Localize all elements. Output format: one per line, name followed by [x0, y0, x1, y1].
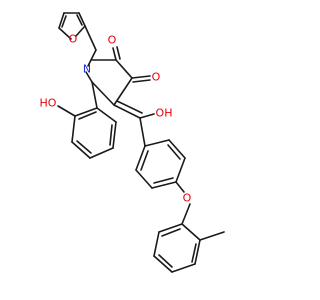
- bond: [144, 139, 170, 147]
- methylphenyl-ring: [153, 223, 201, 273]
- bond: [57, 105, 76, 117]
- structure-diagram: O N O O OH HO O: [40, 12, 225, 273]
- bond: [75, 25, 86, 37]
- bond: [181, 203, 191, 225]
- carbonyl-oxygen-label: O: [108, 34, 117, 47]
- benzyloxyphenyl-ring: [135, 139, 186, 189]
- bond: [199, 231, 225, 241]
- bond: [153, 255, 173, 273]
- bond: [139, 117, 146, 147]
- bond: [158, 254, 173, 268]
- bond: [71, 115, 76, 143]
- bond: [153, 177, 174, 184]
- bond: [76, 14, 83, 26]
- bond: [78, 111, 97, 120]
- bond: [140, 150, 149, 171]
- bond: [175, 181, 185, 193]
- bond: [78, 12, 86, 27]
- ether-oxygen-label: O: [183, 192, 192, 205]
- bond: [171, 263, 196, 273]
- bond: [161, 228, 181, 237]
- bond: [131, 75, 151, 79]
- bond: [89, 147, 114, 159]
- bond: [113, 104, 141, 119]
- bond: [194, 239, 201, 265]
- bond: [109, 124, 113, 146]
- bond: [58, 12, 65, 29]
- bond: [167, 144, 181, 160]
- bond: [135, 145, 146, 171]
- bond: [191, 243, 197, 263]
- bond: [58, 27, 72, 40]
- bond: [181, 223, 201, 241]
- bond: [91, 81, 115, 106]
- bond: [74, 107, 98, 117]
- bond: [168, 139, 186, 159]
- bond: [87, 49, 97, 67]
- bond: [153, 231, 160, 257]
- carbonyl-oxygen-label: O: [152, 71, 161, 84]
- furan-ring: [58, 12, 86, 40]
- ring-nitrogen-label: N: [83, 63, 91, 76]
- hydroxyphenyl-ring: [71, 107, 117, 159]
- bond: [116, 46, 121, 60]
- bond: [115, 59, 133, 79]
- bond: [135, 169, 153, 189]
- bond: [132, 79, 151, 83]
- atom-labels: O N O O OH HO O: [40, 33, 192, 205]
- molecule-canvas: O N O O OH HO O: [40, 12, 225, 273]
- bond: [112, 121, 117, 149]
- bond: [158, 223, 183, 233]
- furan-oxygen-label: O: [69, 33, 78, 46]
- bond: [84, 25, 97, 51]
- enol-hydroxyl-label: OH: [156, 107, 173, 120]
- phenol-hydroxyl-label: HO: [40, 97, 57, 110]
- bond: [76, 140, 92, 154]
- bond: [151, 181, 177, 189]
- bond: [71, 141, 91, 159]
- bond: [61, 15, 67, 28]
- bond: [85, 71, 93, 83]
- bond: [96, 107, 117, 123]
- pyrrolidine-ring: [85, 59, 133, 106]
- bond: [91, 81, 98, 109]
- bond: [175, 157, 186, 183]
- bond: [116, 100, 143, 114]
- bond: [112, 47, 117, 61]
- bond: [139, 113, 155, 119]
